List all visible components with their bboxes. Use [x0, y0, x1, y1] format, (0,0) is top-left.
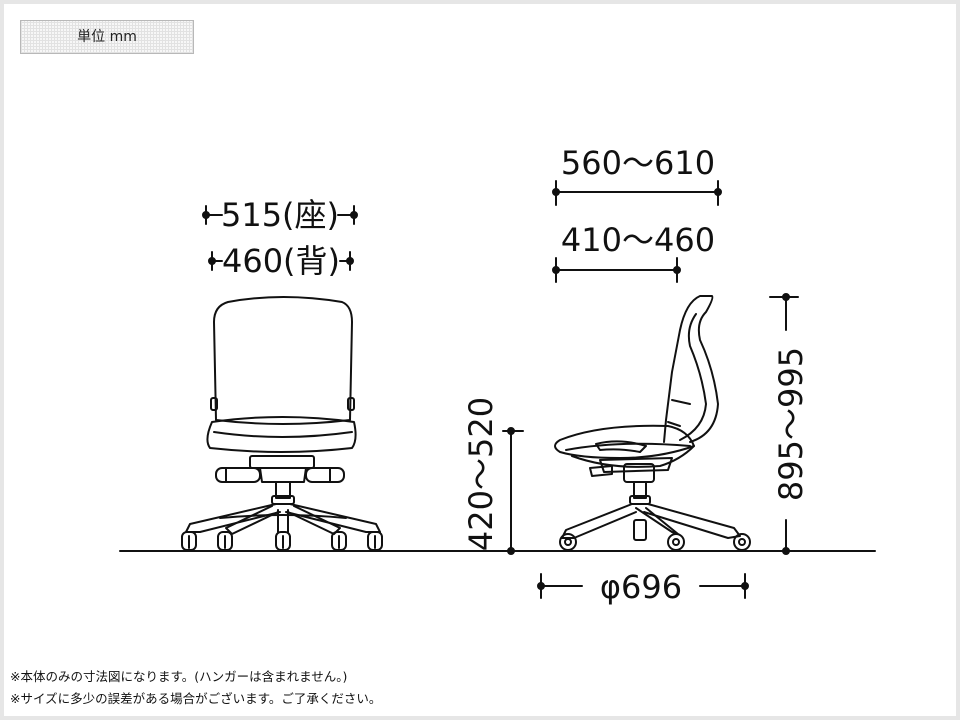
dimension-lines [202, 180, 799, 599]
seat-width-label: 515(座) [221, 196, 339, 234]
unit-label: 単位 mm [20, 20, 194, 54]
side-chair-drawing [554, 295, 751, 551]
side-casters [559, 533, 751, 551]
chair-dimension-diagram: 515(座) 460(背) 560～610 410～460 420～520 89… [119, 144, 876, 606]
back-width-label: 460(背) [222, 242, 340, 280]
seat-depth-label: 410～460 [561, 221, 715, 259]
seat-height-label: 420～520 [462, 397, 500, 551]
note-size-tolerance: ※サイズに多少の誤差がある場合がございます。ご了承ください。 [10, 691, 382, 706]
overall-height-label: 895～995 [772, 347, 810, 501]
diagram-frame: 単位 mm [4, 4, 956, 716]
front-casters [181, 531, 383, 551]
base-diameter-label: φ696 [600, 568, 682, 606]
overall-depth-label: 560～610 [561, 144, 715, 182]
front-chair-drawing [181, 296, 383, 551]
note-body-only: ※本体のみの寸法図になります。(ハンガーは含まれません。) [10, 669, 348, 684]
